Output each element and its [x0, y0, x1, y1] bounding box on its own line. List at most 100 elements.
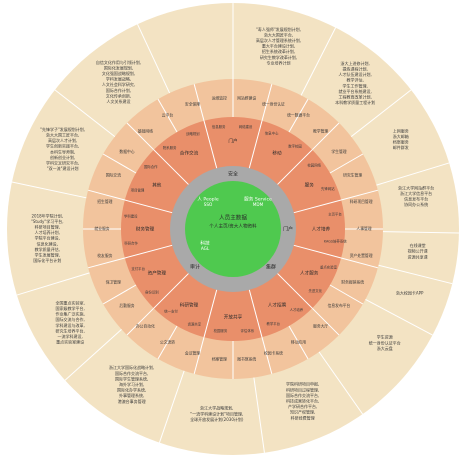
- ring2-label-10: 其他: [152, 182, 162, 189]
- outer-block-9-line-0: 浙江大学国际化战略计划,: [109, 364, 154, 370]
- ring3-label-2: 统一数据平台: [287, 113, 310, 118]
- ring3-label-3: 教学管理: [313, 129, 328, 134]
- outer-block-1-line-7: 本科教学质量工程计划: [335, 99, 375, 105]
- inner-label-9: 人才培养: [290, 307, 304, 312]
- outer-block-12-line-7: "双一流"建设计划: [47, 165, 79, 171]
- ring3-label-25: 数据中心: [119, 149, 134, 154]
- ring3-label-15: 档案管理: [212, 356, 227, 361]
- inner-label-14: 统一支付: [164, 308, 178, 313]
- ring2-divider-3: [293, 244, 342, 259]
- ring2-label-8: 资产管理: [148, 270, 167, 277]
- outer-block-10-line-5: 研究生培养平台,: [56, 327, 85, 333]
- ring2-label-2: 服务: [305, 182, 315, 189]
- outer-block-13-line-2: 文化强国战略规划,: [102, 70, 135, 76]
- outer-block-11-line-1: "Study"学习平台,: [31, 218, 64, 224]
- ring3-divider-20: [102, 153, 137, 174]
- outer-block-11-line-6: 教学质量评估,: [35, 246, 60, 252]
- outer-block-10-line-6: 一流学科建设,: [58, 333, 83, 339]
- ring3-label-23: 招生管理: [97, 199, 112, 204]
- outer-block-6-line-0: 学生资源: [377, 334, 393, 340]
- inner-label-11: 评估体系: [241, 328, 255, 333]
- outer-block-3-line-0: 浙江大学网站群平台: [398, 184, 434, 190]
- outer-block-3-line-1: 浙江大学信息平台: [400, 190, 432, 196]
- core-title: 人员主数据: [219, 214, 247, 222]
- inner-label-1: 信息中心: [265, 131, 279, 136]
- ring3-divider-1: [261, 83, 273, 121]
- ring2-label-7: 科研管理: [180, 302, 199, 309]
- inner-label-0: 网络建设: [239, 124, 253, 129]
- inner-label-3: 校园网络: [307, 163, 321, 168]
- outer-block-8-line-0: 浙江大学战略规划,: [200, 405, 233, 411]
- ring2-label-4: 人才服务: [300, 270, 319, 277]
- inner-label-8: 先进文化: [308, 288, 322, 293]
- ring3-divider-13: [193, 337, 205, 375]
- ring3-divider-5: [341, 189, 379, 201]
- ring3-label-0: 网站群建设: [237, 96, 256, 101]
- ring3-label-4: 学生管理: [331, 149, 346, 154]
- outer-block-3-line-2: 信息发布平台: [404, 196, 428, 202]
- outer-block-10-line-0: 全国重点实验室,: [56, 299, 85, 305]
- outer-block-5-line-0: 浙大校园卡APP: [396, 289, 424, 295]
- ring3-divider-21: [126, 122, 155, 151]
- ring2-divider-4: [277, 273, 313, 309]
- ring3-label-8: 资产处置管理: [350, 253, 373, 258]
- core-subtitle: 个人主页/资大人物资料: [209, 223, 257, 230]
- outer-block-2-line-3: 邮件群发: [393, 144, 409, 150]
- outer-block-13-line-4: 人文社会科学研究,: [102, 81, 135, 87]
- ring3-label-19: 后勤服务: [119, 303, 134, 308]
- ring3-divider-8: [329, 284, 364, 305]
- ring2-label-11: 合作交流: [180, 149, 199, 156]
- ring2-label-0: 门户: [228, 138, 237, 145]
- inner-label-15: 身份识别: [145, 289, 159, 294]
- ring3-divider-23: [193, 83, 205, 121]
- outer-block-0-line-5: 研究生教学改革计划,: [260, 54, 297, 60]
- outer-block-7-line-0: 学院科研项目申报,: [286, 381, 319, 387]
- outer-block-9-line-3: 海外学习计划,: [119, 381, 144, 387]
- inner-label-22: 战略规划: [186, 131, 200, 136]
- outer-divider-3: [376, 162, 450, 186]
- outer-block-13-line-0: 自信文化作用与引领计划,: [96, 59, 141, 65]
- outer-block-1-line-2: 人才队伍建设计划,: [338, 71, 371, 77]
- inner-label-2: 数字校园: [288, 144, 302, 149]
- ring1-bottom-left: 审计: [190, 264, 200, 271]
- ring1-right: 门户: [283, 226, 293, 233]
- ring3-label-1: 统一身份认证: [262, 101, 285, 106]
- outer-divider-2: [350, 89, 412, 138]
- outer-block-11-line-2: 科研项目管理,: [35, 224, 60, 230]
- outer-block-1-line-3: 教学评估,: [346, 77, 363, 83]
- ring3-label-10: 信息发布平台: [328, 303, 351, 308]
- outer-block-8-line-2: 全球开放发展计划(2030计划): [190, 416, 244, 422]
- outer-block-12-line-3: 学生创新实践平台,: [46, 143, 79, 149]
- core-circle: [185, 181, 281, 277]
- outer-block-1-line-6: 工程教育改革计划,: [338, 93, 371, 99]
- outer-block-7-line-4: 产学研合作平台,: [288, 403, 317, 409]
- outer-block-11-line-7: 学生发展管理,: [35, 252, 60, 258]
- ring3-label-9: 财务报销系统: [341, 279, 364, 284]
- outer-block-11-line-5: 信息化建设,: [37, 240, 58, 246]
- outer-block-10-line-2: 作业集广泛实施,: [56, 311, 85, 317]
- outer-block-1-line-5: 就业平台系统建设,: [338, 88, 371, 94]
- outer-block-0-line-0: "寿人强师"发展规划计划,: [256, 26, 301, 32]
- outer-block-7-line-1: 科研项目过程管理,: [286, 386, 319, 392]
- outer-block-13-line-3: 学科发展战略,: [106, 76, 131, 82]
- outer-block-1-line-0: 浙大上进修计划,: [340, 60, 369, 66]
- outer-block-6-line-1: 统一身份认证平台: [369, 339, 401, 345]
- ring3-label-22: 就业服务: [94, 226, 109, 231]
- core-people-sub: SSO: [204, 202, 213, 207]
- outer-block-12-line-2: 高层次人才计划,: [48, 137, 77, 143]
- outer-block-10-line-1: 国家级教学平台,: [56, 305, 85, 311]
- ring1-bottom-right: 集群: [266, 264, 276, 271]
- outer-block-2-line-0: 上网服务: [393, 127, 409, 133]
- ring3-divider-16: [102, 284, 137, 305]
- outer-divider-11: [16, 272, 90, 296]
- outer-block-4-line-0: 在线课堂: [410, 242, 426, 248]
- ring2-divider-7: [153, 273, 189, 309]
- ring2-label-5: 人才招聘: [268, 302, 287, 309]
- inner-label-5: 主页平台: [328, 212, 342, 217]
- ring2-divider-8: [124, 244, 173, 259]
- outer-block-4-line-1: 视频公开课: [408, 248, 428, 254]
- outer-block-10-line-4: 学科建设与改革,: [56, 322, 85, 328]
- inner-label-21: 院系服务: [163, 145, 177, 150]
- core-tech-sub: AGL: [201, 246, 210, 251]
